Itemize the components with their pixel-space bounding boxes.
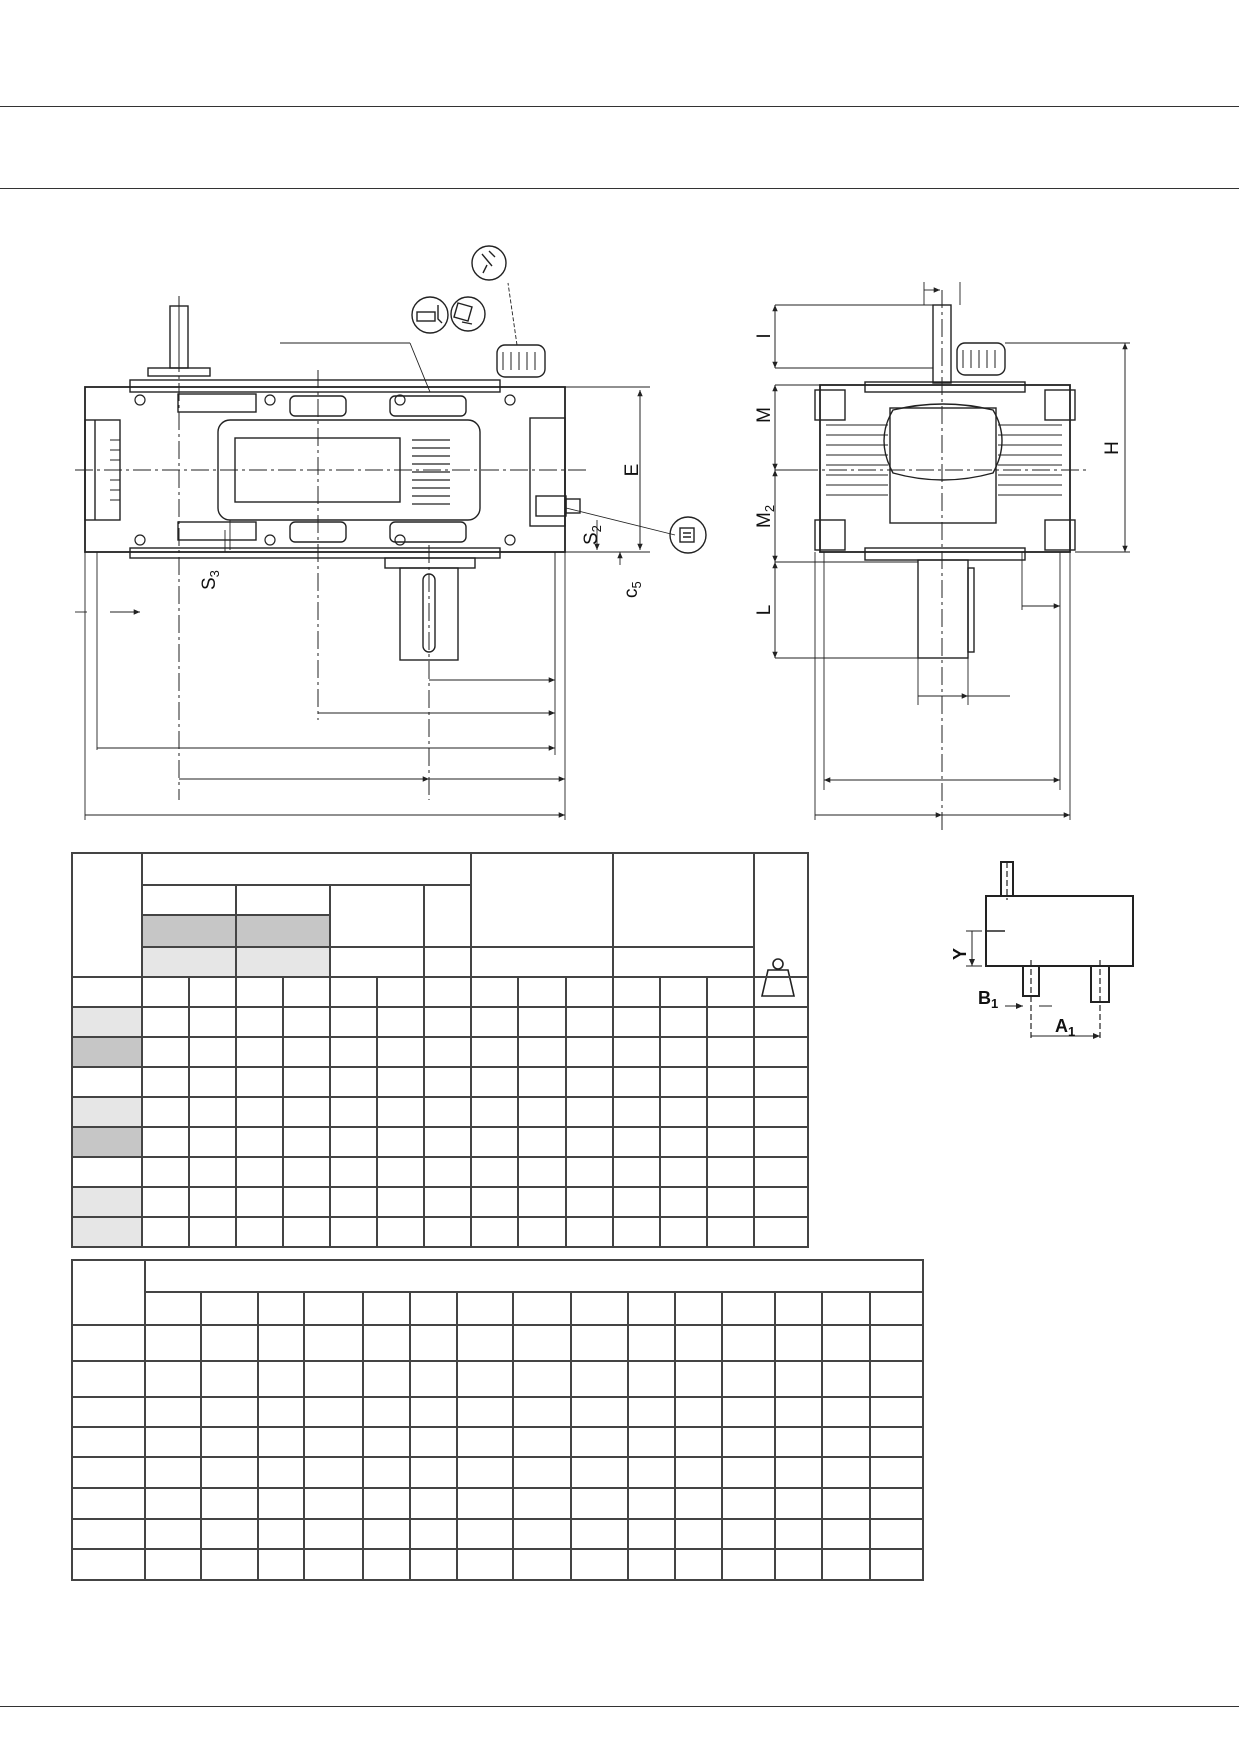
dim-label-M: M [754,407,775,423]
table1-header-cell [423,884,473,948]
dim-label-E: E [622,464,643,477]
table-row [70,1548,925,1581]
table-row [70,1186,810,1218]
table1-header-cell [141,884,238,916]
table-row [70,1396,925,1428]
table1-header-cell [752,852,810,978]
oil-drain-icon [411,296,449,334]
dim-label-S3: S3 [199,570,222,590]
dim-label-H: H [1102,441,1123,455]
table-row [70,1216,810,1248]
dim-label-c5: c5 [621,581,644,598]
table-row [70,1360,925,1398]
table1-header-cell [611,946,755,978]
dim-label-L: L [754,605,775,616]
dim-label-I: I [754,333,775,338]
dim-label-S2: S2 [581,525,604,545]
bottom-rule [0,1706,1239,1707]
dim-label-B1: B1 [978,988,998,1011]
table-row [70,1006,810,1038]
table1-header-cell [141,852,473,886]
table-row [70,1156,810,1188]
dim-label-A1: A1 [1055,1016,1075,1039]
table-row [70,1096,810,1128]
header-rule [0,188,1239,189]
oil-level-icon [450,296,486,332]
table-row [70,976,810,1008]
dim-label-Y: Y [950,948,970,960]
table-row [70,1036,810,1068]
vent-plug-icon [669,516,707,554]
front-view [75,282,676,820]
table1-header-cell [611,852,755,948]
table1-header-cell [141,914,238,948]
shaft-offset-schematic [966,861,1134,1040]
dimension-table-1 [70,852,810,1248]
table1-header-cell [423,946,473,978]
table1-header-cell [235,884,332,916]
table1-header-cell [329,884,426,948]
table1-header-cell [235,914,332,948]
table-row [70,1066,810,1098]
table2-header-cell [70,1259,147,1326]
table-row [70,1126,810,1158]
table1-header-cell [470,946,614,978]
table-row [70,1487,925,1520]
dim-label-M2: M2 [754,505,777,528]
table1-header-cell [141,946,238,978]
table2-header-cell [144,1259,924,1293]
table1-header-cell [235,946,332,978]
dimension-table-2 [70,1259,925,1581]
side-view [772,282,1130,830]
table-row [70,1456,925,1489]
table1-header-cell [70,852,144,978]
table1-header-cell [329,946,426,978]
top-rule [0,106,1239,107]
table1-header-cell [470,852,614,948]
table-row [70,1324,925,1362]
table-row [70,1426,925,1458]
table-row [70,1518,925,1550]
oil-fill-icon [471,245,507,281]
